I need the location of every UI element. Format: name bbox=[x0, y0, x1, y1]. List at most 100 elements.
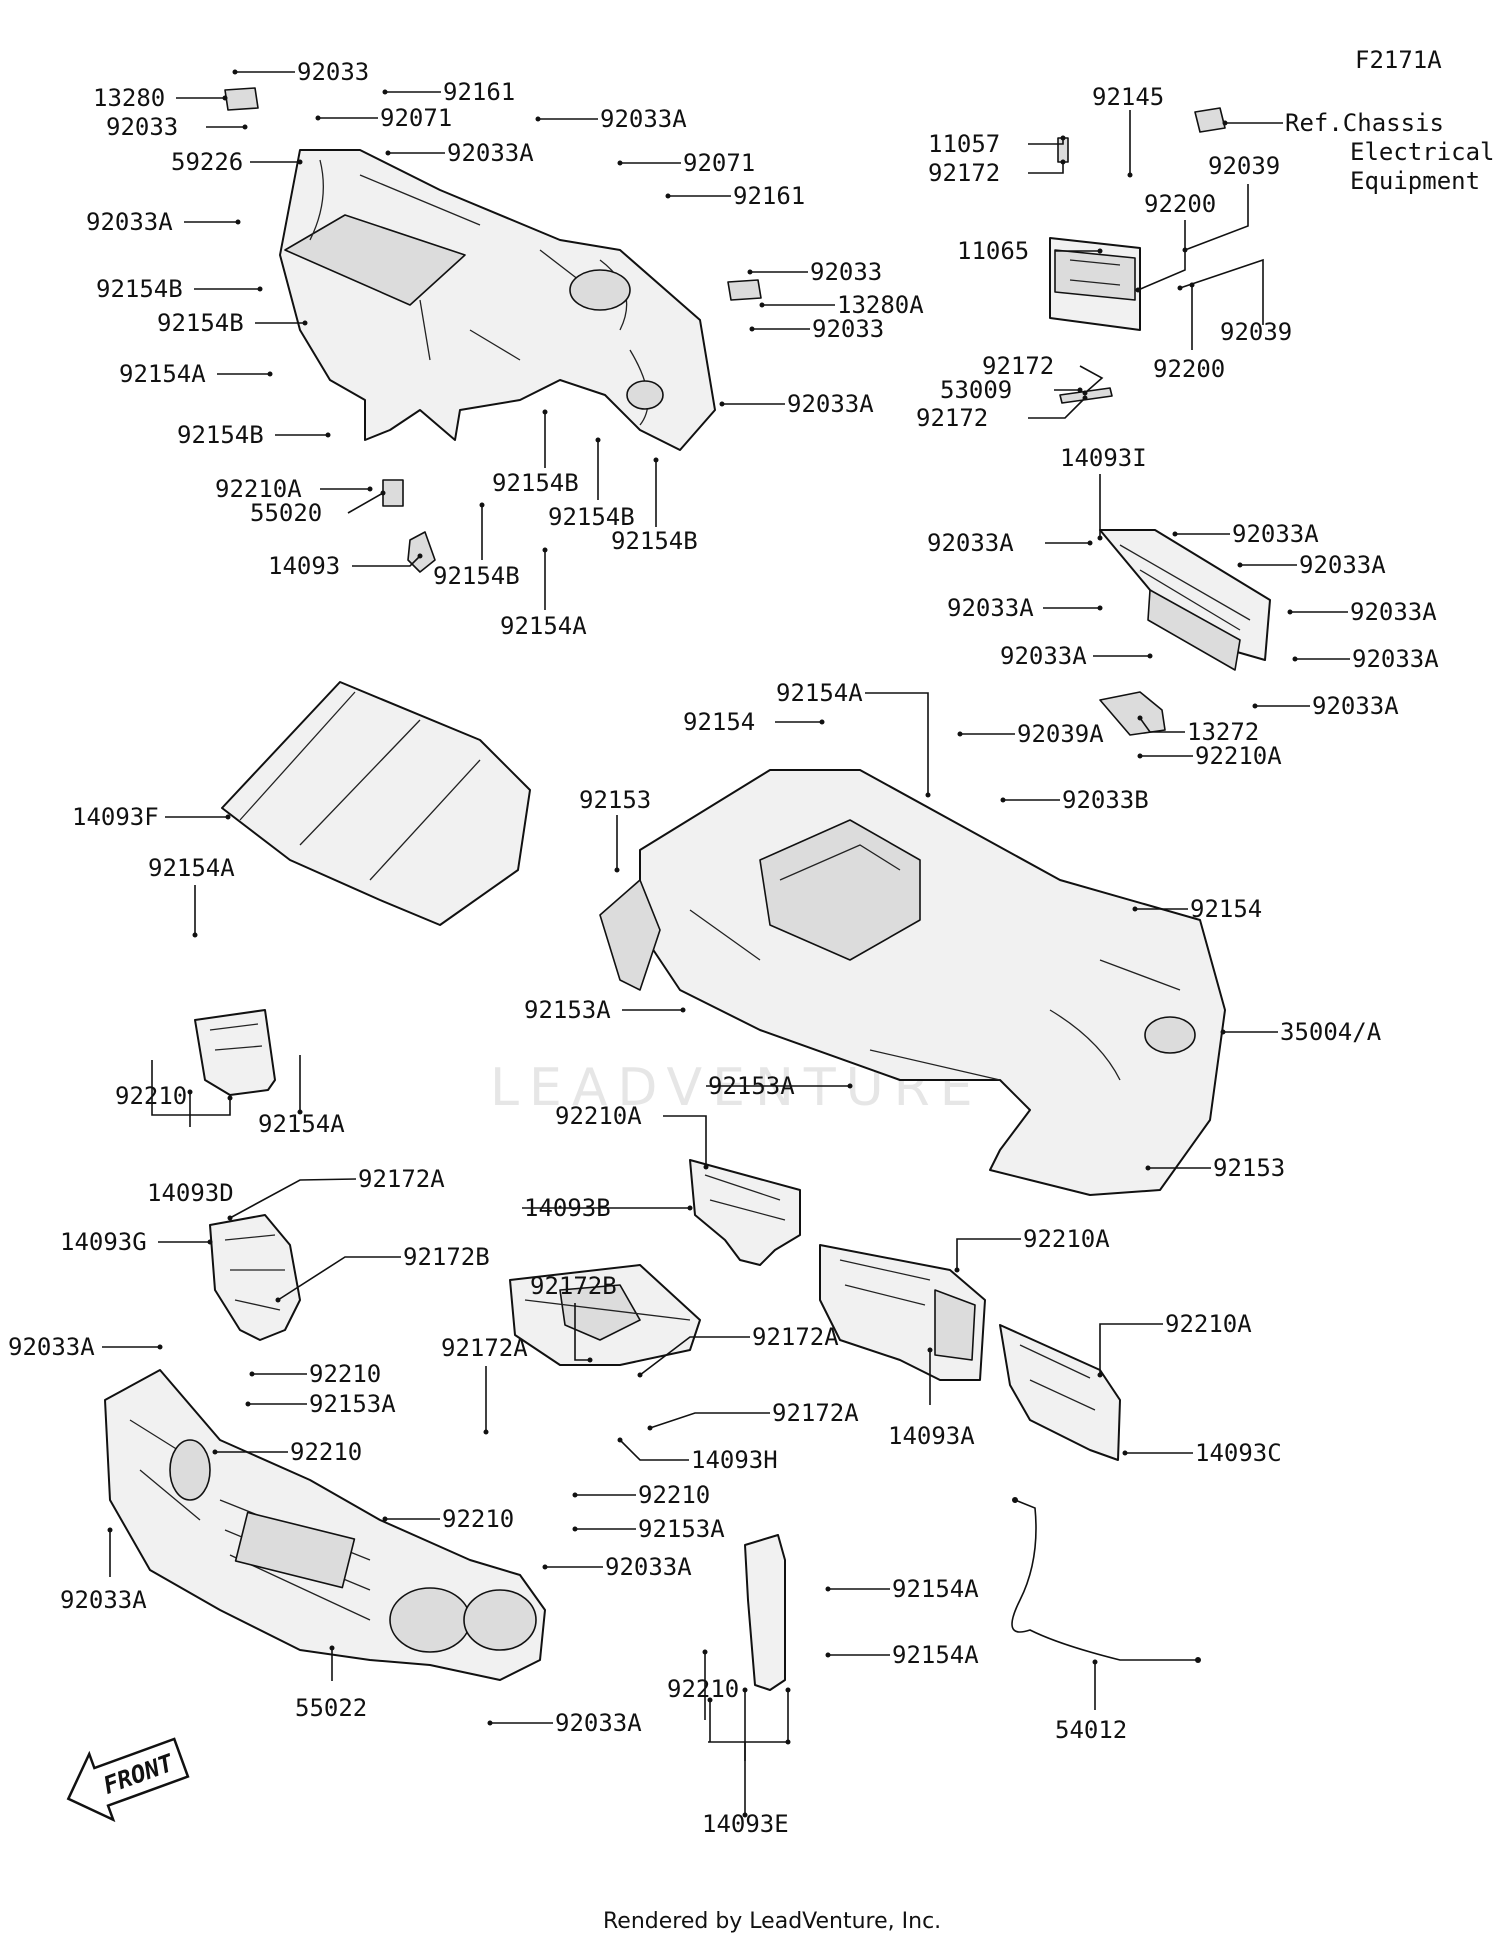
leader-endpoint bbox=[417, 553, 423, 559]
callout-c86: 92033A bbox=[605, 1553, 692, 1581]
part-14093I-panel bbox=[1099, 529, 1271, 671]
callout-c44: 92033A bbox=[1350, 598, 1437, 626]
callout-c20: 92154B bbox=[492, 469, 579, 497]
leader-line bbox=[1184, 184, 1249, 251]
leader-endpoint bbox=[245, 1401, 251, 1407]
callout-c39: 14093I bbox=[1060, 444, 1147, 472]
leader-endpoint bbox=[297, 159, 303, 165]
leader-endpoint bbox=[479, 502, 485, 508]
callout-c01: 92033 bbox=[297, 58, 369, 86]
leader-endpoint bbox=[380, 490, 386, 496]
callout-c02: 13280 bbox=[93, 84, 165, 112]
part-ref-connector bbox=[1194, 107, 1226, 133]
leader-endpoint bbox=[535, 116, 541, 122]
leader-line bbox=[865, 692, 929, 795]
leader-endpoint bbox=[235, 219, 241, 225]
callout-c64: 92210A bbox=[555, 1102, 642, 1130]
callout-c34: 92039 bbox=[1220, 318, 1292, 346]
callout-c52: 92039A bbox=[1017, 720, 1104, 748]
callout-c69: 92172B bbox=[403, 1243, 490, 1271]
leader-line bbox=[663, 1115, 707, 1167]
leader-endpoint bbox=[587, 1357, 593, 1363]
leader-endpoint bbox=[542, 1564, 548, 1570]
callout-c62: 92154A bbox=[258, 1110, 345, 1138]
callout-c14: 92033 bbox=[812, 315, 884, 343]
callout-c74: 92172A bbox=[441, 1334, 528, 1362]
callout-c11: 92033A bbox=[86, 208, 173, 236]
callout-c80: 14093C bbox=[1195, 1439, 1282, 1467]
callout-c10: 92161 bbox=[733, 182, 805, 210]
callout-c07: 59226 bbox=[171, 148, 243, 176]
callout-c81: 92210 bbox=[290, 1438, 362, 1466]
leader-endpoint bbox=[192, 932, 198, 938]
leader-endpoint bbox=[207, 1239, 213, 1245]
callout-c75: 92172A bbox=[752, 1323, 839, 1351]
part-14093G-housing bbox=[209, 1214, 301, 1341]
leader-endpoint bbox=[1097, 535, 1103, 541]
leader-endpoint bbox=[232, 69, 238, 75]
leader-endpoint bbox=[1097, 605, 1103, 611]
part-54012-cable bbox=[1011, 1497, 1201, 1663]
callout-c25: 14093 bbox=[268, 552, 340, 580]
leader-endpoint bbox=[275, 1297, 281, 1303]
leader-endpoint bbox=[267, 371, 273, 377]
leader-endpoint bbox=[1122, 1450, 1128, 1456]
callout-c59: 35004/A bbox=[1280, 1018, 1382, 1046]
callout-c83: 92210 bbox=[638, 1481, 710, 1509]
leader-endpoint bbox=[315, 115, 321, 121]
leader-endpoint bbox=[819, 719, 825, 725]
leader-endpoint bbox=[249, 1371, 255, 1377]
part-14093D-panel bbox=[194, 1009, 276, 1096]
leader-endpoint bbox=[749, 326, 755, 332]
callout-c13: 13280A bbox=[837, 291, 924, 319]
leader-line bbox=[639, 1336, 750, 1376]
ref-note-line-2: Electrical bbox=[1350, 138, 1495, 166]
callout-c32: 92200 bbox=[1144, 190, 1216, 218]
callout-c30: 92172 bbox=[928, 159, 1000, 187]
leader-endpoint bbox=[302, 320, 308, 326]
leader-endpoint bbox=[719, 401, 725, 407]
leader-endpoint bbox=[703, 1164, 709, 1170]
callout-c03: 92161 bbox=[443, 78, 515, 106]
leader-endpoint bbox=[572, 1526, 578, 1532]
leader-endpoint bbox=[957, 731, 963, 737]
callout-c58: 92153A bbox=[524, 996, 611, 1024]
leader-endpoint bbox=[759, 302, 765, 308]
leader-endpoint bbox=[614, 867, 620, 873]
leader-line bbox=[1028, 162, 1064, 174]
callout-c79: 14093A bbox=[888, 1422, 975, 1450]
callout-c56: 92154A bbox=[148, 854, 235, 882]
leader-line bbox=[277, 1256, 401, 1301]
leader-endpoint bbox=[1087, 540, 1093, 546]
leader-endpoint bbox=[1172, 531, 1178, 537]
leader-endpoint bbox=[227, 1095, 233, 1101]
part-14093C-panel bbox=[999, 1324, 1121, 1461]
callout-c22: 92154B bbox=[611, 527, 698, 555]
callout-c61: 92210 bbox=[115, 1082, 187, 1110]
leader-endpoint bbox=[572, 1492, 578, 1498]
leader-endpoint bbox=[825, 1586, 831, 1592]
callout-c72: 92172B bbox=[530, 1272, 617, 1300]
leader-endpoint bbox=[382, 1516, 388, 1522]
part-55022-grille bbox=[104, 1369, 546, 1681]
part-callouts: 92033 13280 92161 92033 92071 92033A 592… bbox=[8, 58, 1495, 1838]
leader-endpoint bbox=[707, 1697, 713, 1703]
callout-c67: 14093B bbox=[524, 1194, 611, 1222]
leader-endpoint bbox=[702, 1649, 708, 1655]
part-14093-cover bbox=[407, 531, 436, 573]
callout-c70: 92210A bbox=[1023, 1225, 1110, 1253]
leader-endpoint bbox=[385, 150, 391, 156]
callout-c05: 92071 bbox=[380, 104, 452, 132]
leader-endpoint bbox=[680, 1007, 686, 1013]
part-11065-box bbox=[1049, 237, 1141, 331]
leader-endpoint bbox=[187, 1089, 193, 1095]
callout-c77: 92153A bbox=[309, 1390, 396, 1418]
leader-endpoint bbox=[847, 1083, 853, 1089]
callout-c48: 13272 bbox=[1187, 718, 1259, 746]
part-14093F-hood bbox=[221, 681, 531, 926]
leader-endpoint bbox=[617, 160, 623, 166]
leader-endpoint bbox=[653, 457, 659, 463]
leader-endpoint bbox=[647, 1425, 653, 1431]
callout-c51: 92154 bbox=[683, 708, 755, 736]
